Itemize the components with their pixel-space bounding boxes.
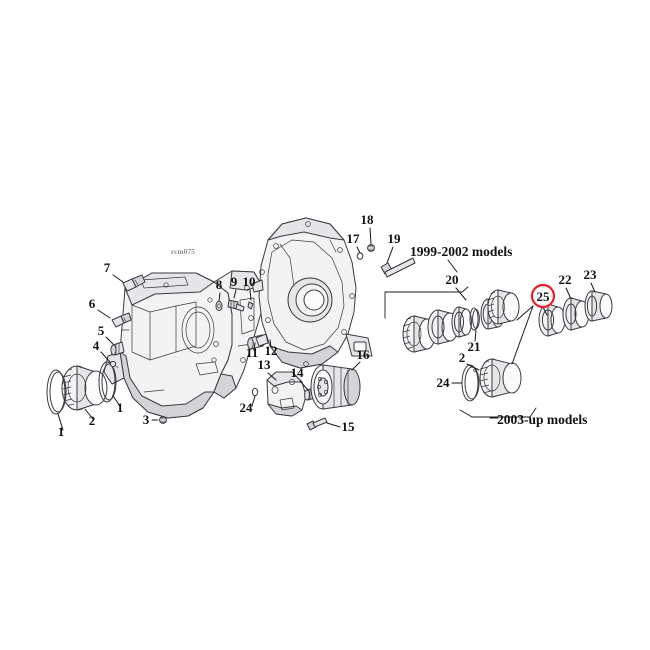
part-2-roller-bearing-left (61, 365, 108, 411)
leader-lines (57, 227, 596, 431)
callout-1-a: 1 (58, 424, 65, 439)
bracket-2003-up (459, 407, 537, 418)
callout-25-highlighted: 25 (530, 283, 556, 309)
callout-21: 21 (468, 339, 481, 354)
group-label-2003-up: 2003-up models (497, 412, 587, 427)
watermark-label: rcm075 (171, 248, 195, 256)
group-label-1999-2002: 1999-2002 models (410, 244, 512, 259)
callout-18: 18 (361, 212, 375, 227)
part-15-screw (306, 417, 328, 431)
callout-11: 11 (246, 345, 258, 360)
callout-4: 4 (93, 338, 100, 353)
part-3-plug (159, 416, 167, 424)
part-16-oil-filter (310, 364, 361, 410)
part-4-dowel-pin (109, 360, 117, 368)
callout-14: 14 (291, 365, 305, 380)
callout-16: 16 (357, 347, 371, 362)
highlight-circle (530, 283, 556, 309)
part-20-race-c (451, 306, 472, 338)
part-18-plug (367, 244, 375, 252)
callout-12: 12 (265, 343, 278, 358)
bracket-1999-2002 (384, 286, 469, 319)
bearing-set-1999-2002-group (384, 286, 520, 353)
part-20-roller-bearing-e (487, 289, 520, 325)
callout-7: 7 (104, 260, 111, 275)
callout-6: 6 (89, 296, 96, 311)
callout-3: 3 (143, 412, 150, 427)
part-5-plug (110, 341, 125, 356)
part-23-bushing (584, 290, 613, 322)
crankcase-assembly-group (46, 270, 274, 424)
part-6-bolt (111, 312, 132, 328)
seal-spacer-group (538, 290, 613, 337)
callout-23: 23 (584, 267, 598, 282)
callout-15: 15 (342, 419, 356, 434)
part-1-retaining-ring-inner (98, 361, 117, 403)
part-19-bolt (380, 257, 416, 278)
part-22-spacer (562, 297, 590, 331)
highlight-label: 25 (537, 289, 551, 304)
callout-2-b: 2 (459, 350, 466, 365)
callout-17: 17 (347, 231, 361, 246)
part-cam-cover (251, 217, 373, 369)
callout-24-a: 24 (240, 400, 254, 415)
callout-1-b: 1 (117, 400, 124, 415)
part-8-washer (215, 300, 223, 312)
callout-24-b: 24 (437, 375, 451, 390)
part-1-retaining-ring-outer (46, 369, 67, 415)
callout-22: 22 (559, 272, 572, 287)
callout-19: 19 (388, 231, 402, 246)
callout-10: 10 (243, 274, 256, 289)
part-25-oil-seal (538, 303, 566, 337)
part-7-stud (122, 274, 146, 292)
part-21-shim-ring (469, 307, 480, 331)
callout-9: 9 (231, 274, 238, 289)
callout-20: 20 (446, 272, 459, 287)
part-13-bracket (266, 371, 307, 417)
callout-5: 5 (98, 323, 105, 338)
cam-cover-assembly-group (251, 217, 416, 431)
part-9-screw (227, 299, 245, 312)
part-10-pin (247, 301, 254, 310)
callout-13: 13 (258, 357, 272, 372)
callout-numbers: 1 2 1 3 4 5 6 7 8 9 10 11 12 13 14 15 16… (58, 212, 597, 439)
callout-8: 8 (216, 277, 223, 292)
callout-2-a: 2 (89, 413, 96, 428)
part-2-roller-bearing-right (479, 358, 522, 398)
